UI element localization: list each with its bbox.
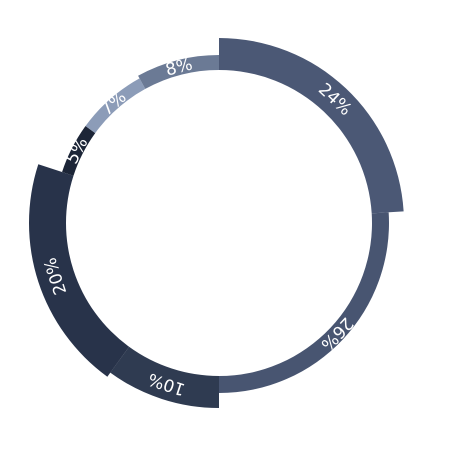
donut-slices (29, 38, 404, 408)
donut-slice (138, 55, 219, 89)
slice-label: 8% (164, 55, 195, 81)
donut-slice (219, 38, 404, 214)
donut-slice (85, 78, 146, 134)
donut-slice (62, 126, 96, 176)
donut-slice (219, 212, 389, 393)
donut-slice (29, 164, 130, 377)
donut-slice (110, 346, 219, 408)
